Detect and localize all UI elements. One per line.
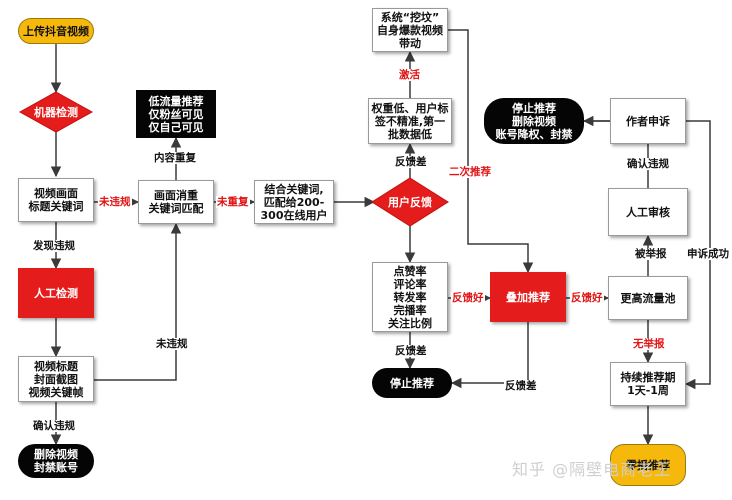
match-users-node: 结合关键词, 匹配给200- 300在线用户 <box>254 180 334 224</box>
edge-boost-stop <box>450 322 529 389</box>
label-second-push: 二次推荐 <box>448 166 492 178</box>
label-confirm-violation-2: 确认违规 <box>626 158 670 170</box>
author-appeal-node: 作者申诉 <box>610 98 686 144</box>
stop-delete-node: 停止推荐 删除视频 账号降权、封禁 <box>484 98 584 144</box>
edge-items-dedup <box>94 222 182 381</box>
delete-ban-node: 删除视频 封禁账号 <box>18 444 94 478</box>
manual-items-node: 视频标题 封面截图 视频关键帧 <box>18 356 94 402</box>
manual-review-node: 人工审核 <box>608 188 688 236</box>
label-no-violation-2: 未违规 <box>155 338 189 350</box>
label-bad-feedback-3: 反馈差 <box>504 380 538 392</box>
machine-check-label: 机器检测 <box>34 105 78 119</box>
user-feedback-diamond <box>371 177 449 227</box>
label-no-violation-1: 未违规 <box>98 196 132 208</box>
label-confirm-violation-1: 确认违规 <box>32 420 76 432</box>
machine-check-diamond <box>18 91 94 133</box>
boost-node: 叠加推荐 <box>490 272 566 322</box>
dedup-node: 画面消重 关键词匹配 <box>138 180 214 224</box>
label-found-violation: 发现违规 <box>32 240 76 252</box>
label-good-feedback-2: 反馈好 <box>570 292 604 304</box>
higher-pool-node: 更高流量池 <box>608 276 688 320</box>
low-weight-node: 权重低、用户标 签不精准,第一 批数据低 <box>368 98 452 144</box>
label-no-report: 无举报 <box>632 338 666 350</box>
label-bad-feedback-1: 反馈差 <box>394 156 428 168</box>
zero-play-node: 零播推荐 <box>610 444 686 486</box>
low-traffic-node: 低流量推荐 仅粉丝可见 仅自己可见 <box>136 90 216 138</box>
label-no-duplicate: 未重复 <box>216 196 250 208</box>
label-good-feedback-1: 反馈好 <box>451 292 485 304</box>
stop-node: 停止推荐 <box>372 368 452 398</box>
continuous-node: 持续推荐期 1天-1周 <box>610 362 686 406</box>
upload-node: 上传抖音视频 <box>18 18 94 44</box>
label-activate: 激活 <box>398 69 421 81</box>
video-keywords-node: 视频画面 标题关键词 <box>18 178 94 222</box>
metrics-node: 点赞率 评论率 转发率 完播率 关注比例 <box>372 262 448 332</box>
label-bad-feedback-2: 反馈差 <box>394 345 428 357</box>
user-feedback-label: 用户反馈 <box>388 195 432 209</box>
dig-out-node: 系统“挖坟” 自身爆款视频 带动 <box>372 8 448 52</box>
manual-check-node: 人工检测 <box>18 268 94 318</box>
watermark: 知乎 @隔壁电商老王 <box>512 460 672 479</box>
label-appeal-success: 申诉成功 <box>686 248 730 260</box>
edge-dig-boost <box>448 29 534 274</box>
label-content-duplicate: 内容重复 <box>153 152 197 164</box>
label-reported: 被举报 <box>634 248 668 260</box>
